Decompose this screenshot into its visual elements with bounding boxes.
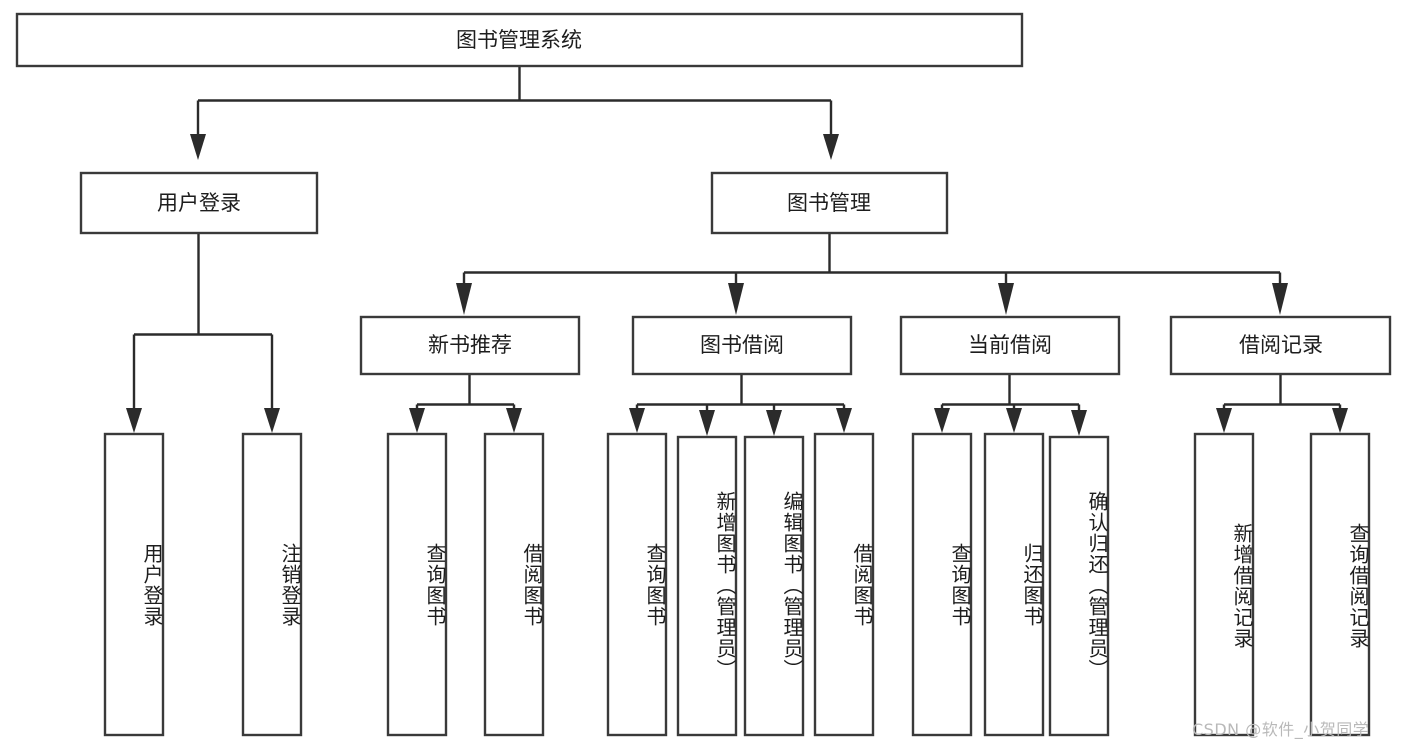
node-leaf-query-book-1[interactable] [386, 432, 448, 737]
node-user-login-label: 用户登录 [157, 191, 241, 215]
arrowhead-leaf-add-book [699, 410, 715, 436]
node-leaf-query-book-1-box[interactable] [386, 432, 448, 737]
node-book-borrow[interactable]: 图书借阅 [631, 315, 853, 376]
node-leaf-edit-book[interactable] [743, 435, 805, 737]
connector-group-book-borrow [629, 375, 852, 436]
node-root[interactable]: 图书管理系统 [15, 12, 1024, 68]
node-leaf-borrow-book-1[interactable] [483, 432, 545, 737]
node-current-borrow-label: 当前借阅 [968, 333, 1052, 357]
arrowhead-leaf-edit-book [766, 410, 782, 436]
node-leaf-return-book[interactable] [983, 432, 1045, 737]
node-leaf-add-book-box[interactable] [676, 435, 738, 737]
node-borrow-record-box[interactable] [1169, 315, 1392, 376]
node-current-borrow-box[interactable] [899, 315, 1121, 376]
node-leaf-return-book-box[interactable] [983, 432, 1045, 737]
arrowhead-leaf-logout-login [264, 408, 280, 433]
arrowhead-leaf-borrow-book-1 [506, 408, 522, 433]
node-leaf-borrow-book-2-box[interactable] [813, 432, 875, 737]
node-book-management-label: 图书管理 [787, 191, 871, 215]
node-current-borrow[interactable]: 当前借阅 [899, 315, 1121, 376]
connector-group-root [190, 66, 839, 160]
node-leaf-add-record[interactable] [1193, 432, 1255, 737]
node-borrow-record-label: 借阅记录 [1239, 333, 1323, 357]
arrowhead-user-login [190, 134, 206, 160]
node-leaf-query-record-box[interactable] [1309, 432, 1371, 737]
node-new-book-recommend-label: 新书推荐 [428, 333, 512, 357]
connector-group-user-login [126, 233, 280, 433]
node-leaf-add-record-box[interactable] [1193, 432, 1255, 737]
connector-group-borrow-record [1216, 375, 1348, 433]
arrowhead-leaf-query-book-3 [934, 408, 950, 433]
csdn-watermark: CSDN @软件_小贺同学 [1192, 720, 1370, 739]
node-leaf-user-login[interactable] [103, 432, 165, 737]
node-leaf-confirm-return[interactable] [1048, 435, 1110, 737]
node-new-book-recommend-box[interactable] [359, 315, 581, 376]
arrowhead-borrow-record [1272, 283, 1288, 315]
arrowhead-book-management [823, 134, 839, 160]
node-leaf-borrow-book-1-box[interactable] [483, 432, 545, 737]
node-new-book-recommend[interactable]: 新书推荐 [359, 315, 581, 376]
arrowhead-leaf-query-record [1332, 408, 1348, 433]
node-leaf-logout-login-box[interactable] [241, 432, 303, 737]
node-leaf-add-book[interactable] [676, 435, 738, 737]
node-root-box[interactable] [15, 12, 1024, 68]
arrowhead-leaf-confirm-return [1071, 410, 1087, 436]
arrowhead-leaf-user-login [126, 408, 142, 433]
node-leaf-query-book-2-box[interactable] [606, 432, 668, 737]
node-leaf-query-record[interactable] [1309, 432, 1371, 737]
node-root-label: 图书管理系统 [456, 28, 582, 52]
node-leaf-user-login-box[interactable] [103, 432, 165, 737]
arrowhead-leaf-return-book [1006, 408, 1022, 433]
node-leaf-query-book-3-box[interactable] [911, 432, 973, 737]
arrowhead-leaf-query-book-2 [629, 408, 645, 433]
node-leaf-query-book-2[interactable] [606, 432, 668, 737]
node-book-management-box[interactable] [710, 171, 949, 235]
node-leaf-query-book-3[interactable] [911, 432, 973, 737]
arrowhead-current-borrow [998, 283, 1014, 315]
node-book-borrow-label: 图书借阅 [700, 333, 784, 357]
arrowhead-leaf-add-record [1216, 408, 1232, 433]
arrowhead-leaf-borrow-book-2 [836, 408, 852, 433]
connector-group-current-borrow [934, 375, 1087, 436]
connector-group-book-management [456, 233, 1288, 315]
node-user-login[interactable]: 用户登录 [79, 171, 319, 235]
arrowhead-leaf-query-book-1 [409, 408, 425, 433]
node-leaf-confirm-return-box[interactable] [1048, 435, 1110, 737]
node-leaf-edit-book-box[interactable] [743, 435, 805, 737]
node-book-borrow-box[interactable] [631, 315, 853, 376]
connector-group-new-book-recommend [409, 375, 522, 433]
arrowhead-book-borrow [728, 283, 744, 315]
node-book-management[interactable]: 图书管理 [710, 171, 949, 235]
node-borrow-record[interactable]: 借阅记录 [1169, 315, 1392, 376]
node-leaf-logout-login[interactable] [241, 432, 303, 737]
node-user-login-box[interactable] [79, 171, 319, 235]
arrowhead-new-book-recommend [456, 283, 472, 315]
node-leaf-borrow-book-2[interactable] [813, 432, 875, 737]
